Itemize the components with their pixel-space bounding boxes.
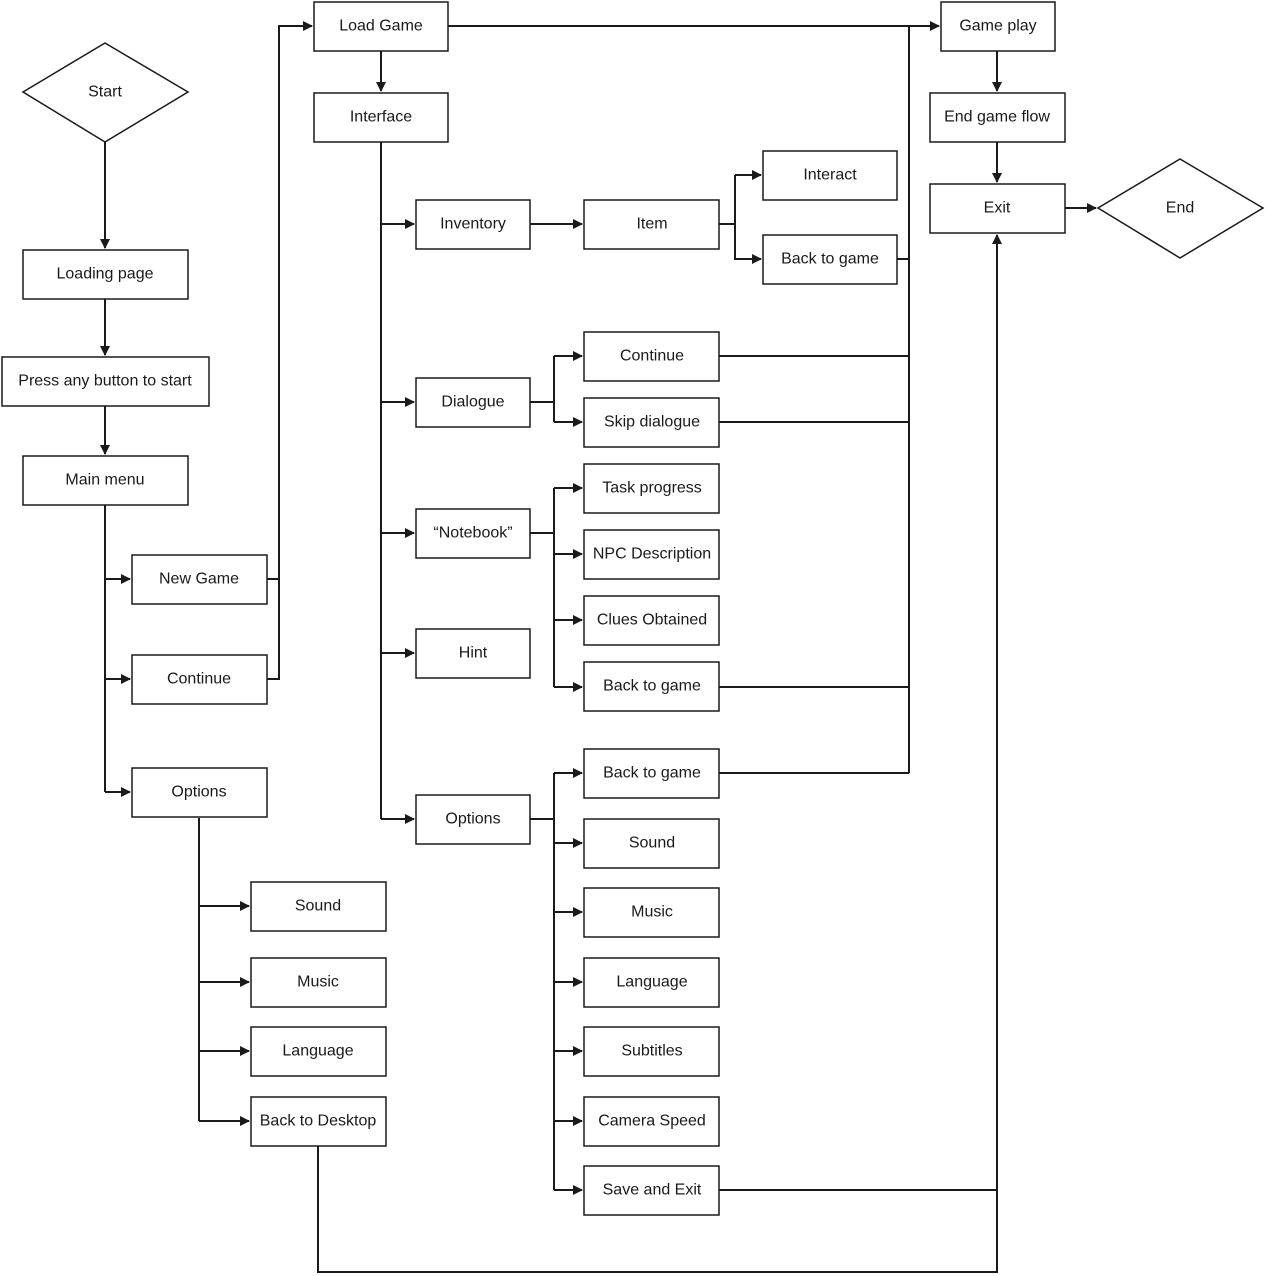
- edge-item-split: [719, 175, 736, 225]
- hint-node: Hint: [415, 628, 531, 679]
- options-label: Options: [171, 784, 226, 801]
- continue-label: Continue: [167, 671, 231, 688]
- skip-dialogue-node: Skip dialogue: [583, 397, 720, 448]
- in-game-options-label: Options: [445, 811, 500, 828]
- end-label: End: [1166, 200, 1194, 217]
- back-to-desktop-node: Back to Desktop: [250, 1096, 387, 1147]
- task-progress-label: Task progress: [602, 480, 702, 497]
- in-game-music-label: Music: [631, 904, 673, 921]
- notebook-back-to-game-label: Back to game: [603, 678, 701, 695]
- dialogue-continue-node: Continue: [583, 331, 720, 382]
- edge-newgame-loadgame: [267, 21, 313, 580]
- camera-speed-node: Camera Speed: [583, 1096, 720, 1147]
- game-play-label: Game play: [959, 18, 1036, 35]
- task-progress-node: Task progress: [583, 463, 720, 514]
- item-label: Item: [636, 216, 667, 233]
- item-back-to-game-node: Back to game: [762, 234, 898, 285]
- sound-label: Sound: [295, 898, 341, 915]
- edge-continue-loadgame: [267, 579, 280, 680]
- npc-description-label: NPC Description: [593, 546, 711, 563]
- end-game-flow-node: End game flow: [929, 92, 1066, 143]
- language-label: Language: [282, 1043, 353, 1060]
- in-game-sound-label: Sound: [629, 835, 675, 852]
- load-game-label: Load Game: [339, 18, 423, 35]
- exit-label: Exit: [984, 200, 1011, 217]
- hint-label: Hint: [459, 645, 488, 662]
- npc-description-node: NPC Description: [583, 529, 720, 580]
- notebook-node: “Notebook”: [415, 508, 531, 559]
- in-game-music-node: Music: [583, 887, 720, 938]
- options-back-to-game-label: Back to game: [603, 765, 701, 782]
- music-label: Music: [297, 974, 339, 991]
- in-game-language-label: Language: [616, 974, 687, 991]
- interact-node: Interact: [762, 150, 898, 201]
- sound-node: Sound: [250, 881, 387, 932]
- main-menu-label: Main menu: [65, 472, 144, 489]
- edge-options2-trunk: [530, 773, 555, 1190]
- language-node: Language: [250, 1026, 387, 1077]
- subtitles-node: Subtitles: [583, 1026, 720, 1077]
- game-play-node: Game play: [940, 1, 1056, 52]
- start-node: Start: [21, 42, 190, 143]
- options-node: Options: [131, 767, 268, 818]
- new-game-node: New Game: [131, 554, 268, 605]
- item-back-to-game-label: Back to game: [781, 251, 879, 268]
- loading-page-label: Loading page: [57, 266, 154, 283]
- music-node: Music: [250, 957, 387, 1008]
- save-and-exit-label: Save and Exit: [603, 1182, 702, 1199]
- edges: [100, 21, 1097, 1273]
- loading-page-node: Loading page: [22, 249, 189, 300]
- item-node: Item: [583, 199, 720, 250]
- end-game-flow-label: End game flow: [944, 109, 1050, 126]
- start-label: Start: [88, 84, 122, 101]
- dialogue-node: Dialogue: [415, 377, 531, 428]
- in-game-sound-node: Sound: [583, 818, 720, 869]
- edge-backdesk-exit: [317, 234, 1002, 1273]
- new-game-label: New Game: [159, 571, 239, 588]
- save-and-exit-node: Save and Exit: [583, 1165, 720, 1216]
- dialogue-label: Dialogue: [441, 394, 504, 411]
- notebook-label: “Notebook”: [433, 525, 512, 542]
- skip-dialogue-label: Skip dialogue: [604, 414, 700, 431]
- continue-node: Continue: [131, 654, 268, 705]
- interface-node: Interface: [313, 92, 449, 143]
- press-any-button-node: Press any button to start: [1, 356, 210, 407]
- edge-item-backgame1: [734, 224, 762, 264]
- clues-obtained-node: Clues Obtained: [583, 595, 720, 646]
- in-game-options-node: Options: [415, 794, 531, 845]
- back-to-desktop-label: Back to Desktop: [260, 1113, 377, 1130]
- interact-label: Interact: [803, 167, 857, 184]
- edge-notebook-trunk: [530, 488, 555, 687]
- interface-label: Interface: [350, 109, 412, 126]
- in-game-language-node: Language: [583, 957, 720, 1008]
- main-menu-node: Main menu: [22, 455, 189, 506]
- subtitles-label: Subtitles: [621, 1043, 682, 1060]
- nodes: Start End Loading page Press any button …: [1, 1, 1265, 1216]
- notebook-back-to-game-node: Back to game: [583, 661, 720, 712]
- exit-node: Exit: [929, 183, 1066, 234]
- options-back-to-game-node: Back to game: [583, 748, 720, 799]
- edge-dialogue-trunk: [530, 356, 555, 422]
- camera-speed-label: Camera Speed: [598, 1113, 706, 1130]
- end-node: End: [1096, 158, 1265, 259]
- clues-obtained-label: Clues Obtained: [597, 612, 707, 629]
- load-game-node: Load Game: [313, 1, 449, 52]
- inventory-node: Inventory: [415, 199, 531, 250]
- press-any-button-label: Press any button to start: [18, 373, 192, 390]
- dialogue-continue-label: Continue: [620, 348, 684, 365]
- inventory-label: Inventory: [440, 216, 506, 233]
